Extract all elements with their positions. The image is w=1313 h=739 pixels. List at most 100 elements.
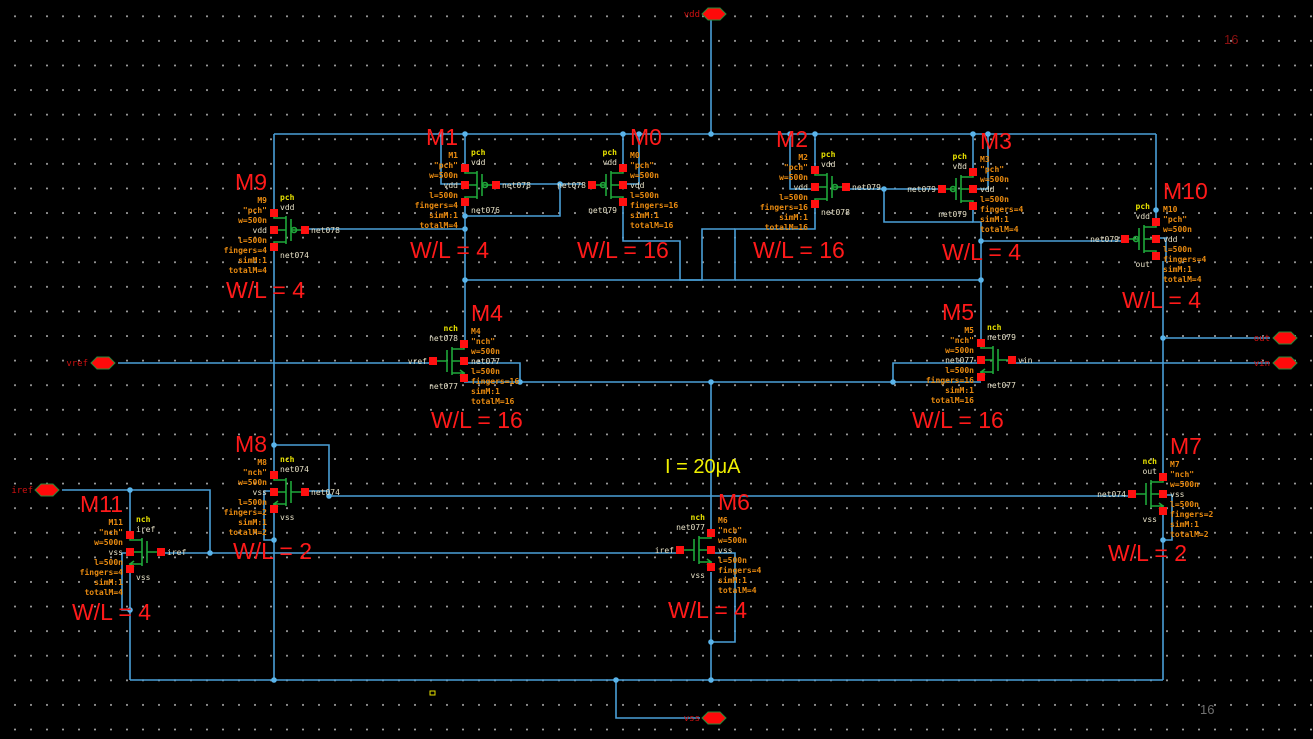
wire-net078-cross[interactable] xyxy=(465,228,735,281)
terminal-gate[interactable] xyxy=(429,357,437,365)
terminal-source[interactable] xyxy=(270,243,278,251)
terminal-drain[interactable] xyxy=(1159,473,1167,481)
terminal-bulk[interactable] xyxy=(1159,490,1167,498)
terminal-drain[interactable] xyxy=(1152,218,1160,226)
pin-iref[interactable]: iref xyxy=(11,483,60,497)
wire-net079-gate[interactable] xyxy=(883,189,973,223)
terminal-bulk[interactable] xyxy=(1152,235,1160,243)
transistor-m0[interactable]: pchvddnet078net079M0"pch"w=500nvddl=500n… xyxy=(557,124,678,263)
terminal-drain[interactable] xyxy=(460,340,468,348)
wire-vdd-drop[interactable] xyxy=(440,134,465,185)
terminal-bulk[interactable] xyxy=(707,546,715,554)
terminal-gate[interactable] xyxy=(301,488,309,496)
transistor-m7[interactable]: nchoutnet074vssM7"nch"w=500nvssl=500nfin… xyxy=(1097,433,1213,566)
pin-shape-icon[interactable] xyxy=(1272,331,1298,345)
transistor-m10[interactable]: pchvddnet079outM10"pch"w=500nvddl=500nfi… xyxy=(1090,178,1208,313)
wire-vdd-drop[interactable] xyxy=(973,134,989,190)
pin-shape-icon[interactable] xyxy=(701,711,727,725)
transistor-m2[interactable]: pchvddnet079net078M2"pch"w=500nvddl=500n… xyxy=(753,126,881,263)
transistor-m6[interactable]: nchnet077irefvssM6"nch"w=500nvssl=500nfi… xyxy=(655,489,762,623)
wire-net074[interactable] xyxy=(274,444,1131,497)
param-inst: M9 xyxy=(257,196,267,205)
wire-vdd-drop[interactable] xyxy=(623,134,640,185)
transistor-m3[interactable]: pchvddnet079net079M3"pch"w=500nvddl=500n… xyxy=(907,128,1023,265)
terminal-bulk[interactable] xyxy=(811,183,819,191)
wire-net079[interactable] xyxy=(972,207,982,280)
terminal-gate[interactable] xyxy=(676,546,684,554)
transistor-m9[interactable]: pchvddnet078net074M9"pch"w=500nvddl=500n… xyxy=(224,169,340,303)
wire-net077[interactable] xyxy=(464,362,521,382)
pmos-symbol-icon xyxy=(464,168,496,202)
terminal-bulk[interactable] xyxy=(977,356,985,364)
terminal-gate[interactable] xyxy=(1128,490,1136,498)
wire-junction xyxy=(557,181,563,187)
param-bulk: vdd xyxy=(1163,235,1178,244)
transistor-m8[interactable]: nchnet074net074vssM8"nch"w=500nvssl=500n… xyxy=(224,431,340,564)
transistor-m1[interactable]: pchvddnet078net076M1"pch"w=500nvddl=500n… xyxy=(410,124,531,263)
terminal-gate[interactable] xyxy=(492,181,500,189)
terminal-source[interactable] xyxy=(977,373,985,381)
device-type: nch xyxy=(1143,457,1158,466)
terminal-drain[interactable] xyxy=(619,164,627,172)
terminal-bulk[interactable] xyxy=(461,181,469,189)
wire-m7-bulk[interactable] xyxy=(1163,494,1173,541)
pin-shape-icon[interactable] xyxy=(34,483,60,497)
terminal-bulk[interactable] xyxy=(460,357,468,365)
terminal-source[interactable] xyxy=(969,202,977,210)
terminal-gate[interactable] xyxy=(938,185,946,193)
terminal-drain[interactable] xyxy=(977,339,985,347)
pin-shape-icon[interactable] xyxy=(701,7,727,21)
terminal-gate[interactable] xyxy=(157,548,165,556)
transistor-m4[interactable]: nchnet078vrefnet077M4"nch"w=500nnet077l=… xyxy=(408,300,523,433)
terminal-gate[interactable] xyxy=(588,181,596,189)
terminal-source[interactable] xyxy=(811,200,819,208)
terminal-source[interactable] xyxy=(619,198,627,206)
terminal-bulk[interactable] xyxy=(270,226,278,234)
wire-net079[interactable] xyxy=(622,201,816,281)
terminal-gate[interactable] xyxy=(1121,235,1129,243)
terminal-source[interactable] xyxy=(126,565,134,573)
terminal-bulk[interactable] xyxy=(969,185,977,193)
terminal-source[interactable] xyxy=(461,198,469,206)
terminal-gate[interactable] xyxy=(842,183,850,191)
terminal-drain[interactable] xyxy=(270,471,278,479)
wire-vss[interactable] xyxy=(615,680,700,719)
terminal-gate[interactable] xyxy=(1008,356,1016,364)
terminal-source[interactable] xyxy=(707,563,715,571)
wire-m6-source[interactable] xyxy=(710,552,736,643)
pin-vin[interactable]: vin xyxy=(1254,356,1298,370)
terminal-bulk[interactable] xyxy=(619,181,627,189)
wire-iref[interactable] xyxy=(62,489,211,553)
wire-m8-bulk[interactable] xyxy=(263,490,274,541)
terminal-drain[interactable] xyxy=(270,209,278,217)
terminal-bulk[interactable] xyxy=(270,488,278,496)
terminal-drain[interactable] xyxy=(461,164,469,172)
terminal-drain[interactable] xyxy=(969,168,977,176)
terminal-bulk[interactable] xyxy=(126,548,134,556)
pin-vdd[interactable]: vdd xyxy=(684,7,727,21)
transistor-m5[interactable]: nchnet079vinnet077M5"nch"w=500nnet077l=5… xyxy=(912,299,1033,433)
wire-vdd-drop[interactable] xyxy=(789,134,815,190)
wire-net078[interactable] xyxy=(465,184,561,217)
pin-shape-icon[interactable] xyxy=(90,356,116,370)
terminal-source[interactable] xyxy=(270,505,278,513)
terminal-drain[interactable] xyxy=(707,529,715,537)
pin-vref[interactable]: vref xyxy=(66,356,116,370)
param-bulk: vss xyxy=(109,548,124,557)
terminal-gate[interactable] xyxy=(301,226,309,234)
pin-vss[interactable]: vss xyxy=(684,711,727,725)
terminal-drain[interactable] xyxy=(811,166,819,174)
param-fingers: fingers=4 xyxy=(718,565,762,575)
wire-net077[interactable] xyxy=(892,362,981,382)
terminal-source[interactable] xyxy=(1159,507,1167,515)
pin-out[interactable]: out xyxy=(1254,331,1298,345)
terminal-source[interactable] xyxy=(1152,252,1160,260)
wire-junction xyxy=(326,493,332,499)
instance-name: M4 xyxy=(471,300,503,326)
terminal-drain[interactable] xyxy=(126,531,134,539)
pin-shape-icon[interactable] xyxy=(1272,356,1298,370)
terminal-source[interactable] xyxy=(460,374,468,382)
transistor-m11[interactable]: nchirefirefvssM11"nch"w=500nvssl=500nfin… xyxy=(72,491,186,625)
